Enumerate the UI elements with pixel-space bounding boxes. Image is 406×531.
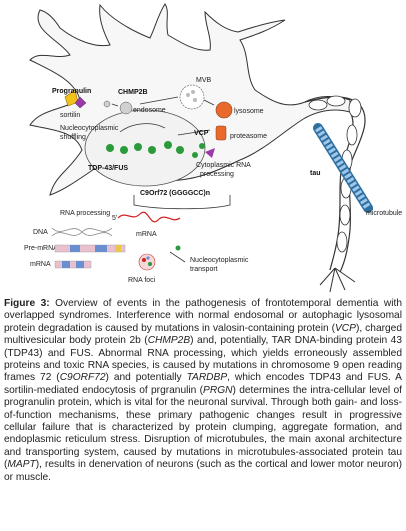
tau-label: tau	[310, 170, 321, 177]
shuffling-label: shuffling	[60, 134, 86, 141]
caption-chmp2b: CHMP2B	[147, 335, 191, 347]
pathogenesis-diagram: Progranulin sortilin CHMP2B endosome MVB…	[24, 3, 402, 293]
microtubule-label: microtubule	[366, 210, 402, 217]
nucleo-transport-label-2: transport	[190, 266, 218, 273]
tdp-dots	[106, 141, 205, 158]
axon-terminal	[319, 267, 356, 293]
rna-foci-icon	[138, 253, 156, 271]
nucleo-transport-label-1: Nucleocytoplasmic	[190, 257, 249, 264]
mrna-strand	[117, 211, 181, 223]
mvb-icon	[179, 84, 205, 110]
five-prime-label: 5'	[112, 215, 117, 222]
myelin-segments	[308, 95, 362, 253]
figure-caption: Figure 3: Overview of events in the path…	[4, 298, 402, 484]
mrna-red-label: mRNA	[136, 231, 157, 238]
mrna-bar	[54, 260, 92, 269]
vcp-label: VCP	[194, 130, 209, 137]
rna-processing-label: RNA processing	[60, 210, 110, 217]
caption-text-4: ) and potentially	[105, 372, 187, 384]
nucleocyto-label: Nucleocytoplasmic	[60, 125, 119, 132]
premrna-label: Pre-mRNA	[24, 245, 58, 252]
nucleus	[84, 109, 206, 187]
microtubule-icon	[313, 123, 373, 213]
caption-text-5: , which encodes TDP43 and FUS. A sortili…	[4, 372, 402, 396]
tdp-label: TDP-43/FUS	[88, 165, 128, 172]
cyto-rna-label-1: Cytoplasmic RNA	[196, 162, 251, 169]
premrna-bar	[54, 244, 126, 253]
caption-tardbp: TARDBP	[186, 372, 228, 384]
caption-text-2: ), charged multivesicular body protein 2…	[4, 322, 402, 347]
diagram-svg: Progranulin sortilin CHMP2B endosome MVB…	[24, 3, 402, 293]
endosome-icon	[119, 101, 133, 115]
mrna-label: mRNA	[30, 261, 51, 268]
dna-helix	[51, 227, 113, 237]
chmp2b-label: CHMP2B	[118, 89, 148, 96]
caption-text-1: Overview of events in the pathogenesis o…	[4, 298, 402, 334]
caption-text-6: ) determines the intra-cellular level of…	[4, 384, 402, 471]
endosome-label: endosome	[133, 107, 166, 114]
caption-label: Figure 3:	[4, 298, 50, 309]
c9orf72-label: C9Orf72 (GGGGCC)n	[140, 190, 210, 197]
caption-prgn: PRGN	[203, 384, 233, 396]
rna-foci-label: RNA foci	[128, 277, 156, 284]
progranulin-icon	[64, 89, 87, 109]
caption-vcp: VCP	[335, 322, 356, 334]
proteasome-label: proteasome	[230, 133, 267, 140]
lysosome-label: lysosome	[234, 108, 264, 115]
caption-mapt: MAPT	[7, 459, 36, 471]
cyto-rna-label-2: processing	[200, 171, 234, 178]
caption-c9orf72: C9ORF72	[59, 372, 106, 384]
proteasome-icon	[215, 125, 227, 141]
progranulin-label: Progranulin	[52, 88, 91, 95]
caption-text-7: ), results in denervation of neurons (su…	[4, 459, 402, 483]
pathway-arrows	[111, 96, 215, 136]
lysosome-icon	[215, 101, 233, 119]
dna-label: DNA	[33, 229, 48, 236]
mvb-label: MVB	[196, 77, 212, 84]
sortilin-label: sortilin	[60, 112, 80, 119]
caption-text-3: ) and, potentially, TAR DNA-binding prot…	[4, 335, 403, 384]
